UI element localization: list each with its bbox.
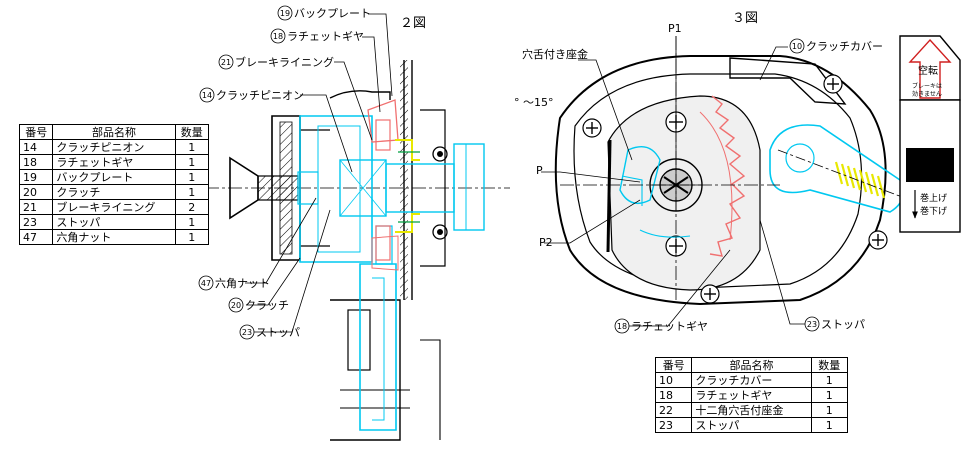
- fig2-callout-numbers: 19 18 21 14 47 20 23: [198, 5, 293, 340]
- label-plate-small2: 効きません: [912, 90, 942, 98]
- label-plate-up: 巻上げ: [920, 192, 947, 204]
- table-row: 10 クラッチカバー 1: [654, 372, 849, 388]
- header-qty: 数量: [174, 124, 210, 140]
- header-number: 番号: [18, 124, 54, 140]
- cell-part-name: クラッチ: [52, 184, 176, 200]
- label-ratchet-gear-right: ラチェットギヤ: [631, 320, 708, 333]
- header-part-name: 部品名称: [52, 124, 176, 140]
- parts-table-right: 番号 部品名称 数量 10 クラッチカバー 1 18 ラチェットギヤ 1 22 …: [654, 357, 849, 433]
- callout-num-clutch-pinion: 14: [202, 91, 212, 100]
- label-ratchet-gear-left: ラチェットギヤ: [287, 30, 364, 43]
- cell-number: 18: [654, 387, 693, 403]
- cell-number: 10: [654, 372, 693, 388]
- callout-num-clutch-cover: 10: [792, 42, 802, 51]
- label-p1: P1: [668, 22, 682, 35]
- cell-qty: 1: [174, 229, 210, 245]
- header-qty: 数量: [810, 357, 849, 373]
- table-header-row: 番号 部品名称 数量: [654, 357, 849, 373]
- table-row: 20 クラッチ 1: [18, 184, 210, 200]
- cell-number: 47: [18, 229, 54, 245]
- cell-part-name: 六角ナット: [52, 229, 176, 245]
- table-row: 21 ブレーキライニング 2: [18, 199, 210, 215]
- cell-qty: 1: [174, 214, 210, 230]
- label-plate-top: 空転: [918, 64, 938, 77]
- table-row: 18 ラチェットギヤ 1: [654, 387, 849, 403]
- callout-num-ratchet-gear-right: 18: [617, 322, 627, 331]
- cell-number: 23: [654, 417, 693, 433]
- label-plate-down: 巻下げ: [920, 205, 947, 217]
- callout-num-ratchet-gear: 18: [273, 32, 283, 41]
- label-clutch: クラッチ: [245, 299, 289, 312]
- cell-qty: 1: [174, 154, 210, 170]
- table-row: 14 クラッチピニオン 1: [18, 139, 210, 155]
- label-p2: P2: [539, 236, 553, 249]
- label-stopper-right: ストッパ: [821, 318, 865, 331]
- cell-part-name: ストッパ: [691, 417, 812, 433]
- cell-qty: 1: [174, 139, 210, 155]
- table-row: 23 ストッパ 1: [18, 214, 210, 230]
- label-clutch-cover: クラッチカバー: [806, 40, 883, 53]
- header-part-name: 部品名称: [691, 357, 812, 373]
- cell-qty: 1: [810, 402, 849, 418]
- cell-qty: 1: [810, 372, 849, 388]
- label-brake-lining: ブレーキライニング: [235, 55, 334, 69]
- fig2-cross-section: [205, 60, 510, 441]
- callout-num-stopper: 23: [242, 328, 252, 337]
- cell-qty: 1: [174, 184, 210, 200]
- fig3-callout-labels: ３図 穴舌付き座金 P1 ° ～15° P P2 クラッチカバー ラチェットギヤ…: [514, 11, 883, 333]
- cell-qty: 1: [810, 417, 849, 433]
- label-back-plate: バックプレート: [294, 7, 371, 20]
- cell-part-name: ラチェットギヤ: [52, 154, 176, 170]
- label-p: P: [536, 164, 543, 177]
- table-header-row: 番号 部品名称 数量: [18, 124, 210, 140]
- label-angle: ° ～15°: [514, 96, 554, 109]
- cell-number: 22: [654, 402, 693, 418]
- cell-number: 18: [18, 154, 54, 170]
- cell-qty: 1: [810, 387, 849, 403]
- fig3-title: ３図: [732, 11, 758, 26]
- fig2-title: ２図: [400, 16, 426, 31]
- fig2-callout-labels: バックプレート ラチェットギヤ ブレーキライニング クラッチピニオン 六角ナット…: [215, 7, 426, 339]
- callout-num-brake-lining: 21: [221, 58, 231, 67]
- cell-number: 14: [18, 139, 54, 155]
- cell-number: 21: [18, 199, 54, 215]
- table-row: 19 バックプレート 1: [18, 169, 210, 185]
- cell-part-name: バックプレート: [52, 169, 176, 185]
- cell-qty: 2: [174, 199, 210, 215]
- table-row: 23 ストッパ 1: [654, 417, 849, 433]
- parts-table-left: 番号 部品名称 数量 14 クラッチピニオン 1 18 ラチェットギヤ 1 19…: [18, 124, 210, 245]
- label-clutch-pinion: クラッチピニオン: [216, 89, 304, 102]
- fig3-front-view: [554, 36, 911, 306]
- label-stopper-left: ストッパ: [256, 326, 300, 339]
- fig3-leaders: [541, 36, 806, 327]
- label-washer: 穴舌付き座金: [522, 47, 588, 61]
- cell-part-name: ストッパ: [52, 214, 176, 230]
- warning-label-text: 空転 ブレーキは 効きません 巻上げ 巻下げ: [912, 64, 947, 217]
- cell-part-name: ラチェットギヤ: [691, 387, 812, 403]
- cell-number: 23: [18, 214, 54, 230]
- callout-num-clutch: 20: [231, 301, 241, 310]
- table-row: 18 ラチェットギヤ 1: [18, 154, 210, 170]
- callout-num-back-plate: 19: [280, 9, 290, 18]
- header-number: 番号: [654, 357, 693, 373]
- cell-part-name: クラッチピニオン: [52, 139, 176, 155]
- cell-qty: 1: [174, 169, 210, 185]
- callout-num-stopper-right: 23: [807, 320, 817, 329]
- cell-number: 20: [18, 184, 54, 200]
- fig3-callout-numbers: 10 18 23: [614, 38, 820, 334]
- label-plate-small1: ブレーキは: [912, 82, 942, 90]
- label-hex-nut: 六角ナット: [215, 277, 270, 290]
- cell-part-name: ブレーキライニング: [52, 199, 176, 215]
- cell-part-name: 十二角穴舌付座金: [691, 402, 812, 418]
- fig2-leaders: [245, 13, 393, 333]
- cell-number: 19: [18, 169, 54, 185]
- table-row: 22 十二角穴舌付座金 1: [654, 402, 849, 418]
- cell-part-name: クラッチカバー: [691, 372, 812, 388]
- callout-num-hex-nut: 47: [201, 279, 211, 288]
- table-row: 47 六角ナット 1: [18, 229, 210, 245]
- warning-label-plate: [899, 35, 961, 233]
